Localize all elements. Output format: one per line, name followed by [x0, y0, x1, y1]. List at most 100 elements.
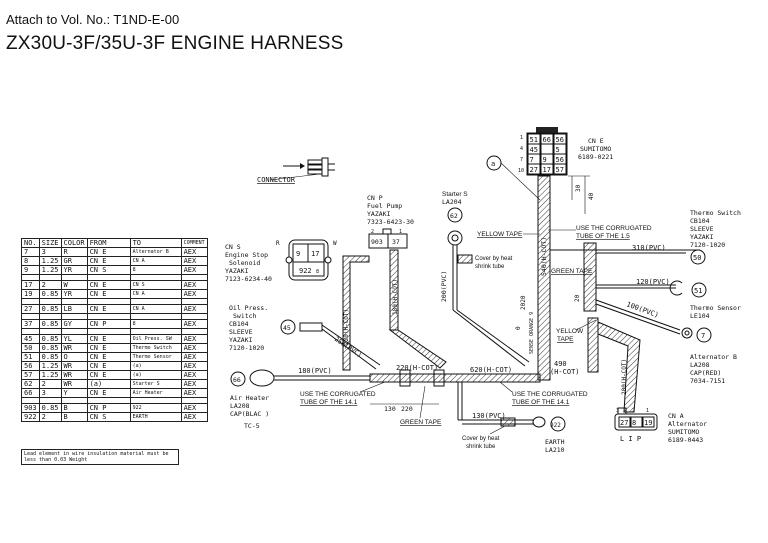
circle-45-label: 45	[283, 324, 291, 332]
cn-s-pin: 8	[316, 269, 319, 275]
cn-e-pin-cell	[553, 163, 567, 175]
cn-a-terminal-marks: L I P	[620, 435, 641, 443]
thermo-switch-label: Thermo Switch	[690, 209, 741, 217]
cn-e-pin: 27	[530, 166, 538, 174]
alternator-b-label: Alternator B	[690, 353, 737, 361]
cn-p-side-num: 2	[371, 229, 374, 235]
corrugated-141-label: USE THE CORRUGATED	[300, 391, 376, 398]
cn-s-connector	[285, 239, 332, 281]
yellow-tape-label: YELLOW TAPE	[477, 231, 523, 238]
corrugated-141-label-b: TUBE OF THE 14.1	[512, 399, 570, 406]
dim-180-cot: 180(H-COT)	[392, 279, 399, 315]
oil-press-number: 7120-1020	[229, 344, 264, 352]
cn-p-label: CN P	[367, 194, 383, 202]
cn-s-desc: Engine Stop	[225, 251, 268, 259]
green-tape-label: GREEN TAPE	[551, 268, 593, 275]
dim-180: 180(PVC)	[298, 367, 332, 375]
starter-label: Starter S	[442, 191, 468, 198]
air-heater-part: LA208	[230, 402, 250, 410]
circle-66-icon	[230, 371, 246, 387]
oil-press-part: CB104	[229, 320, 249, 328]
yellow-tape-2-label: TAPE	[557, 336, 574, 343]
cn-a-pin: 27	[620, 419, 628, 427]
cn-e-pin: 5	[556, 146, 560, 154]
cn-e-pin: 17	[543, 166, 551, 174]
corrugated-141-label-b: USE THE CORRUGATED	[512, 391, 588, 398]
cn-p-maker: YAZAKI	[367, 210, 391, 218]
cn-e-pin: 45	[530, 146, 538, 154]
thermo-sensor-part: LE104	[690, 312, 710, 320]
cn-s-pin: 922	[299, 267, 312, 275]
dim-540: 540(H-COT)	[540, 237, 548, 276]
circle-51-label: 51	[694, 287, 702, 295]
air-heater-cap: CAP(BLAC )	[230, 410, 269, 418]
air-heater-label: Air Heater	[230, 394, 269, 402]
cn-s-side-r: R	[276, 240, 280, 247]
alternator-b-number: 7034-7151	[690, 377, 725, 385]
cn-p-side-num: 1	[399, 229, 402, 235]
cn-s-pin: 9	[296, 250, 300, 258]
corrugated-15-label: TUBE OF THE 1.5	[576, 233, 630, 240]
dim-490b: (H-COT)	[550, 368, 580, 376]
lead-note: Lead element in wire insulation material…	[21, 449, 179, 465]
alternator-b-cap: CAP(RED)	[690, 369, 721, 377]
dim-0: 0	[515, 326, 522, 330]
cover-heat-shrink-label: Cover by heat	[475, 256, 513, 262]
cn-e-pin: 56	[556, 136, 564, 144]
cn-a-side-num: 1	[646, 408, 649, 414]
green-tape-2-label: GREEN TAPE	[400, 419, 442, 426]
circle-62-icon	[447, 207, 463, 223]
cn-p-pin: 37	[392, 238, 400, 246]
yellow-tape-2-label: YELLOW	[556, 328, 584, 335]
cn-p-connector	[368, 228, 408, 249]
thermo-sensor-label: Thermo Sensor	[690, 304, 741, 312]
oil-press-sleeve: SLEEVE	[229, 328, 253, 336]
oil-press-maker: YAZAKI	[229, 336, 253, 344]
cn-e-side-num: 4	[520, 146, 523, 152]
earth-part: LA210	[545, 446, 565, 454]
cn-p-pin: 903	[371, 238, 383, 246]
cover-heat-shrink-2-label: shrink tube	[466, 444, 496, 450]
circle-62-label: 62	[450, 212, 458, 220]
cn-p-number: 7323-6423-30	[367, 218, 414, 226]
dim-220-small: 220	[401, 405, 413, 413]
page-title: ZX30U-3F/35U-3F ENGINE HARNESS	[6, 33, 344, 54]
cover-heat-shrink-label: shrink tube	[475, 264, 505, 270]
earth-terminal-icon	[532, 416, 546, 428]
cn-e-part: 6189-0221	[578, 153, 613, 161]
table-cell: B	[60, 412, 88, 422]
cn-a-pin-cell	[642, 416, 655, 428]
circle-51-icon	[691, 282, 707, 298]
table-row	[21, 313, 208, 320]
dim-40: 40	[588, 192, 595, 200]
cn-e-side-num: 7	[520, 157, 523, 163]
thermo-switch-part: CB104	[690, 217, 710, 225]
circle-50-label: 50	[693, 254, 701, 262]
junction-a-label: a	[491, 160, 495, 168]
thermo-switch-number: 7120-1020	[690, 241, 725, 249]
cn-s-maker: YAZAKI	[225, 267, 249, 275]
dim-2020: 2020	[520, 295, 527, 310]
circle-45-icon	[280, 319, 296, 335]
dim-130-small: 130	[384, 405, 396, 413]
horizontal-main-harness	[369, 373, 541, 383]
table-cell: AEX	[180, 412, 208, 422]
dim-220-cot-v: 220(H-COT)	[343, 309, 350, 345]
oil-press-desc: Switch	[233, 312, 257, 320]
starter-terminal-icon	[447, 230, 463, 246]
dim-130: 130(PVC)	[472, 412, 506, 420]
cn-e-pin: 9	[543, 156, 547, 164]
cn-e-label: CN E	[588, 137, 604, 145]
oil-press-label: Oil Press.	[229, 304, 268, 312]
dim-220-cot-h: 220(H-COT)	[396, 364, 438, 372]
cn-e-pin: 7	[530, 156, 534, 164]
cn-a-pin: 19	[644, 419, 652, 427]
